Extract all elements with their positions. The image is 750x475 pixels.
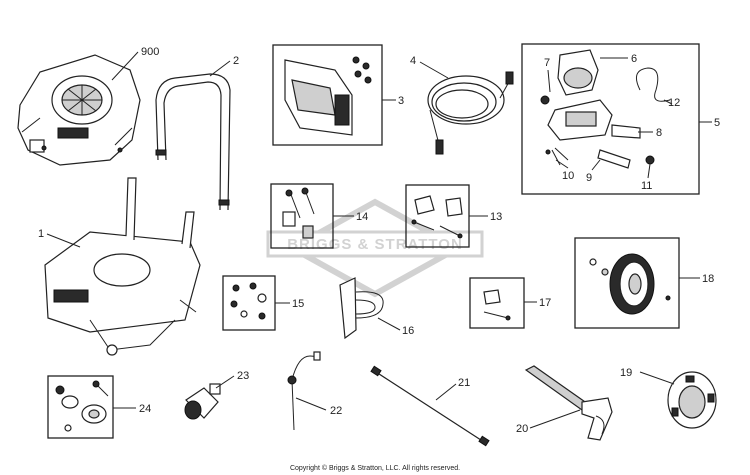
- label-18: 18: [702, 273, 714, 285]
- siphon-hose-part: [287, 351, 321, 431]
- label-9: 9: [586, 172, 592, 184]
- label-17: 17: [539, 297, 551, 309]
- leader-2: [209, 60, 231, 77]
- label-1: 1: [38, 228, 44, 240]
- lance-part: [370, 365, 490, 447]
- label-14: 14: [356, 211, 368, 223]
- leader-16: [377, 317, 401, 331]
- label-3: 3: [398, 95, 404, 107]
- label-7: 7: [544, 57, 550, 69]
- label-22: 22: [330, 405, 342, 417]
- hardware-15: [230, 282, 267, 320]
- spray-gun-part: [524, 365, 613, 441]
- watermark-text: BRIGGS & STRATTON: [287, 236, 463, 253]
- label-16: 16: [402, 325, 414, 337]
- pump-part: [540, 49, 671, 169]
- leader-21: [435, 383, 457, 401]
- box-5: [521, 43, 700, 195]
- leader-9: [591, 159, 601, 171]
- leader-900: [111, 51, 139, 81]
- label-15: 15: [292, 298, 304, 310]
- label-8: 8: [656, 127, 662, 139]
- leader-1: [46, 233, 81, 248]
- label-2: 2: [233, 55, 239, 67]
- label-20: 20: [516, 423, 528, 435]
- nozzle-part: [184, 383, 221, 420]
- label-23: 23: [237, 370, 249, 382]
- wheel-bolt-part: [282, 187, 315, 239]
- label-19: 19: [620, 367, 632, 379]
- label-13: 13: [490, 211, 502, 223]
- leader-7: [547, 69, 551, 93]
- copyright-text: Copyright © Briggs & Stratton, LLC. All …: [290, 464, 460, 472]
- clip-17: [483, 289, 511, 321]
- panel-part: [284, 56, 372, 136]
- bracket-part: [339, 277, 384, 340]
- label-900: 900: [141, 46, 159, 58]
- leader-22: [295, 397, 327, 411]
- bolt-kit-13: [411, 195, 463, 239]
- label-10: 10: [562, 170, 574, 182]
- leader-23: [215, 375, 235, 389]
- engine-part: [17, 54, 141, 166]
- box-3: [272, 44, 383, 146]
- label-24: 24: [139, 403, 151, 415]
- box-17: [469, 277, 525, 329]
- label-12: 12: [668, 97, 680, 109]
- leader-20: [529, 409, 581, 429]
- label-4: 4: [410, 55, 416, 67]
- label-5: 5: [714, 117, 720, 129]
- handle-part: [155, 73, 231, 211]
- label-11: 11: [641, 180, 652, 192]
- leader-19: [639, 371, 675, 385]
- box-18: [574, 237, 680, 329]
- box-24: [47, 375, 114, 439]
- label-6: 6: [631, 53, 637, 65]
- nozzle-holder-part: [667, 371, 717, 429]
- wheel-part: [589, 253, 671, 315]
- leader-4: [419, 61, 449, 79]
- frame-part: [44, 177, 201, 356]
- hardware-24: [55, 380, 109, 432]
- hose-part: [427, 71, 514, 155]
- leader-11: [647, 163, 651, 179]
- label-21: 21: [458, 377, 470, 389]
- leader-12: [663, 99, 673, 105]
- leader-10: [555, 159, 569, 169]
